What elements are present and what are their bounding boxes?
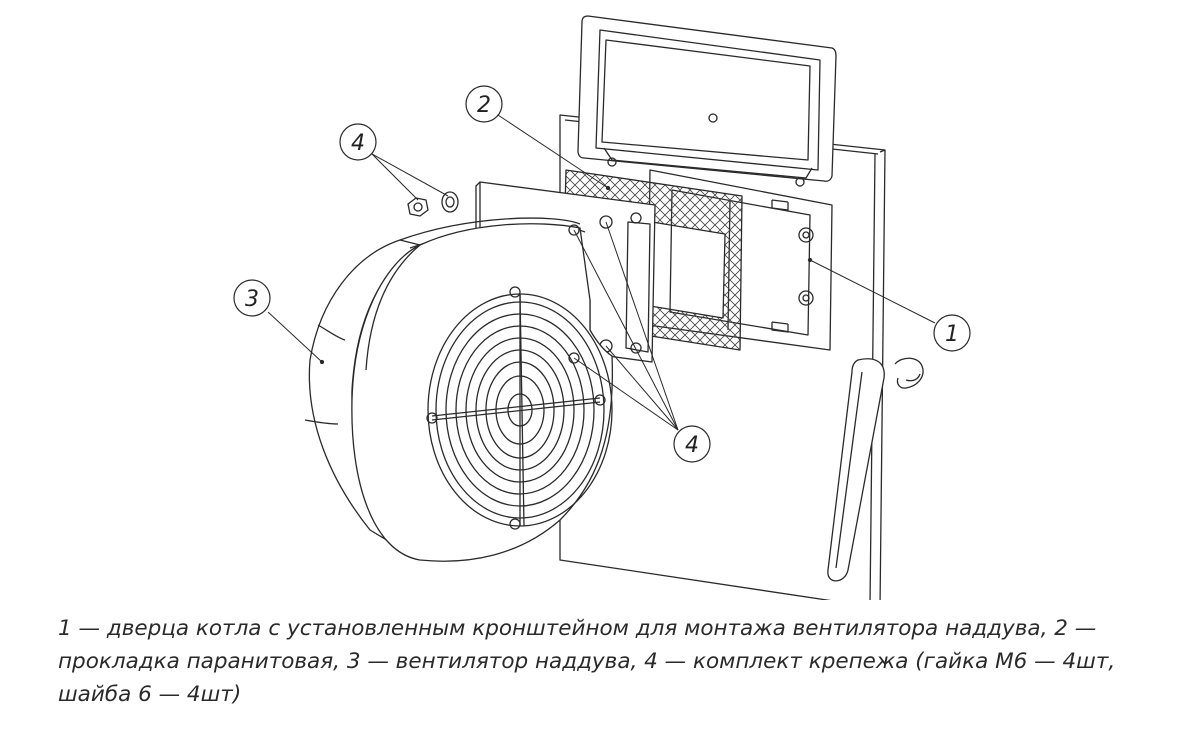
callout-4-bottom: 4: [673, 425, 711, 463]
callout-2-label: 2: [477, 93, 491, 118]
callout-4-top-label: 4: [351, 131, 365, 156]
caption-line-2: прокладка паранитовая, 3 — вентилятор на…: [58, 649, 1116, 674]
leader-lines: [267, 114, 936, 431]
callout-3: 3: [233, 279, 271, 317]
figure-caption: 1 — дверца котла с установленным кронште…: [58, 612, 1158, 711]
caption-line-3: шайба 6 — 4шт): [58, 682, 242, 707]
callout-1: 1: [933, 314, 971, 352]
fastener-washer: [441, 191, 459, 213]
callout-4-top: 4: [339, 123, 377, 161]
blower-fan: [304, 217, 614, 562]
fastener-nut: [407, 197, 429, 217]
callout-1-label: 1: [945, 322, 959, 347]
callout-4-bottom-label: 4: [685, 433, 699, 458]
callout-3-label: 3: [245, 287, 259, 312]
door-hinge-tab: [577, 15, 837, 187]
callout-2: 2: [465, 85, 503, 123]
exploded-assembly-drawing: 2 4 3 1 4: [233, 15, 971, 600]
caption-line-1: 1 — дверца котла с установленным кронште…: [58, 616, 1097, 641]
